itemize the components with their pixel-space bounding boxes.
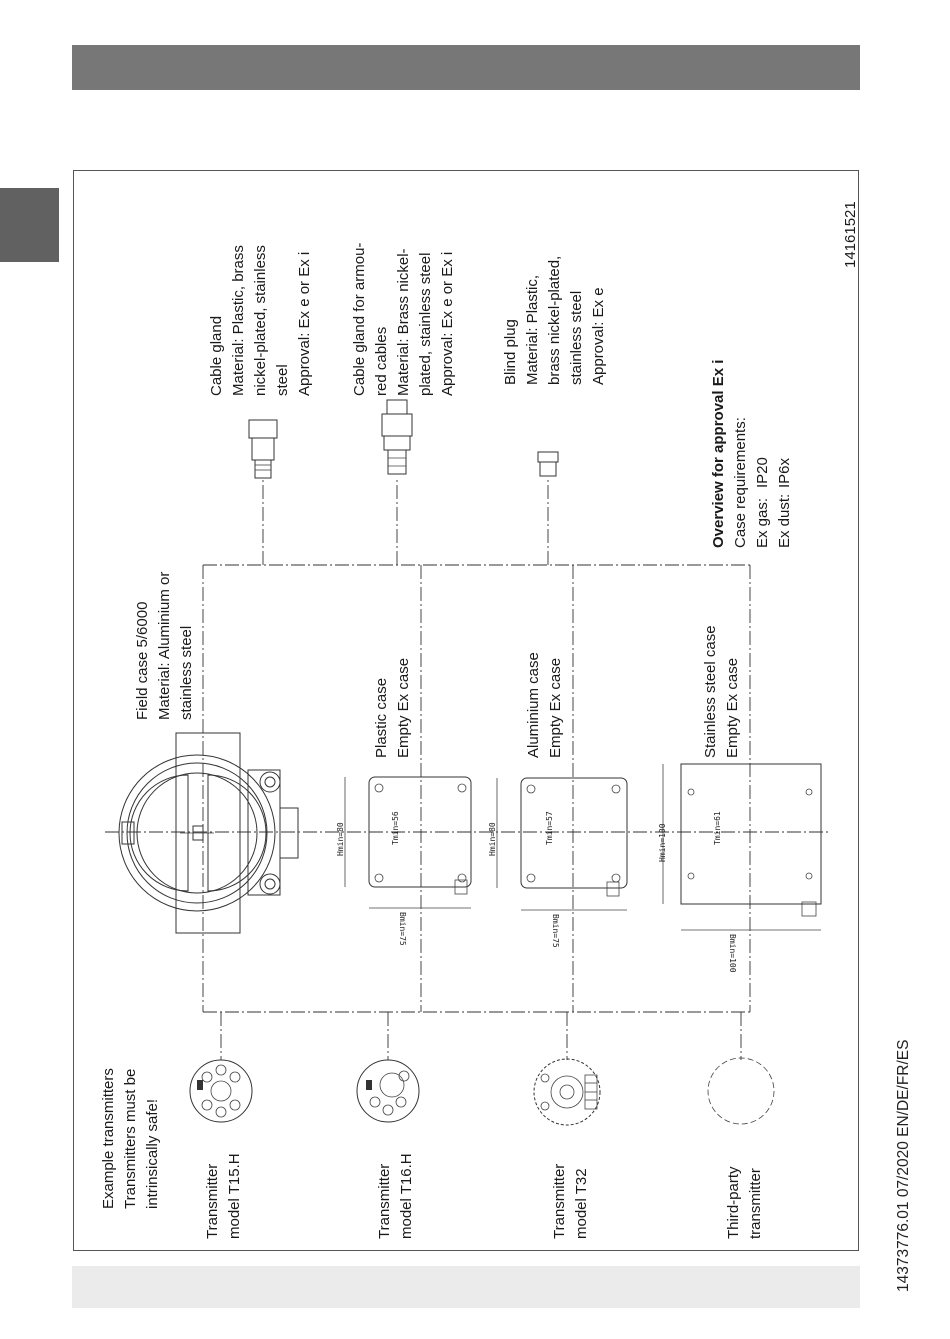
plastic-bmin: Bmin=75 — [398, 912, 407, 946]
svg-text:Approval: Ex e or Ex i: Approval: Ex e or Ex i — [296, 252, 313, 396]
svg-text:stainless steel: stainless steel — [568, 291, 585, 385]
aluminium-hmin: Hmin=80 — [488, 822, 497, 856]
svg-text:Empty Ex case: Empty Ex case — [547, 658, 564, 758]
svg-text:Approval: Ex e or Ex i: Approval: Ex e or Ex i — [439, 252, 456, 396]
label-third-party: Third-party transmitter — [725, 1166, 764, 1239]
svg-text:Material: Brass nickel-: Material: Brass nickel- — [395, 248, 412, 396]
plastic-case-drawing — [344, 776, 472, 909]
svg-text:Material: Plastic, brass: Material: Plastic, brass — [230, 245, 247, 396]
overview-block: Overview for approval Ex i Case requirem… — [710, 360, 793, 548]
svg-text:Empty Ex case: Empty Ex case — [395, 658, 412, 758]
svg-text:Empty Ex case: Empty Ex case — [724, 658, 741, 758]
figure-frame — [73, 170, 859, 1251]
svg-text:Aluminium case: Aluminium case — [525, 652, 542, 758]
svg-text:Material: Aluminium or: Material: Aluminium or — [156, 572, 173, 720]
svg-text:Material: Plastic,: Material: Plastic, — [524, 275, 541, 385]
svg-text:steel: steel — [274, 364, 291, 396]
svg-text:Example transmitters: Example transmitters — [100, 1068, 117, 1209]
transmitters-header: Example transmitters Transmitters must b… — [100, 1068, 161, 1209]
svg-text:Stainless steel case: Stainless steel case — [702, 625, 719, 758]
cable-gland-icon — [248, 419, 278, 479]
footer-bar — [72, 1266, 860, 1308]
svg-text:Transmitter: Transmitter — [376, 1164, 393, 1239]
label-plastic-case: Plastic case Empty Ex case — [373, 658, 412, 758]
chapter-tab — [0, 188, 59, 262]
svg-text:Ex gas:: Ex gas: — [754, 498, 771, 548]
third-party-transmitter-icon — [707, 1057, 775, 1125]
svg-text:IP20: IP20 — [754, 457, 771, 488]
svg-text:Cable gland for armou-: Cable gland for armou- — [351, 243, 368, 396]
overview-title: Overview for approval Ex i — [710, 360, 727, 548]
label-t15: Transmitter model T15.H — [204, 1153, 243, 1239]
field-case-drawing — [118, 732, 299, 934]
svg-text:model T15.H: model T15.H — [226, 1153, 243, 1239]
label-stainless-case: Stainless steel case Empty Ex case — [702, 625, 741, 758]
plastic-hmin: Hmin=80 — [336, 822, 345, 856]
transmitter-t15-icon — [189, 1059, 253, 1123]
aluminium-bmin: Bmin=75 — [551, 914, 560, 948]
label-cable-gland: Cable gland Material: Plastic, brass nic… — [208, 245, 313, 396]
svg-text:Transmitter: Transmitter — [551, 1164, 568, 1239]
svg-text:Transmitters must be: Transmitters must be — [122, 1069, 139, 1209]
svg-text:Approval: Ex e: Approval: Ex e — [590, 287, 607, 385]
svg-text:IP6x: IP6x — [776, 457, 793, 488]
blind-plug-icon — [537, 451, 559, 477]
svg-text:stainless steel: stainless steel — [178, 626, 195, 720]
figure-number: 14161521 — [842, 201, 859, 268]
svg-text:nickel-plated, stainless: nickel-plated, stainless — [252, 245, 269, 396]
plastic-tmin: Tmin=56 — [391, 811, 400, 845]
svg-text:brass nickel-plated,: brass nickel-plated, — [546, 256, 563, 385]
transmitter-t32-icon — [533, 1058, 601, 1126]
svg-text:red cables: red cables — [373, 327, 390, 396]
label-field-case: Field case 5/6000 Material: Aluminium or… — [134, 572, 195, 720]
label-armoured-gland: Cable gland for armou- red cables Materi… — [351, 243, 456, 396]
svg-text:intrinsically safe!: intrinsically safe! — [144, 1099, 161, 1209]
svg-text:plated, stainless steel: plated, stainless steel — [417, 253, 434, 396]
svg-text:model T16.H: model T16.H — [398, 1153, 415, 1239]
svg-text:Cable gland: Cable gland — [208, 316, 225, 396]
label-t32: Transmitter model T32 — [551, 1164, 590, 1239]
svg-text:Ex dust:: Ex dust: — [776, 494, 793, 548]
stainless-case-drawing — [662, 763, 822, 931]
stainless-tmin: Tmin=61 — [713, 811, 722, 845]
transmitter-t16-icon — [356, 1059, 420, 1123]
wiring-lines — [105, 478, 830, 1060]
svg-text:Plastic case: Plastic case — [373, 678, 390, 758]
header-bar — [72, 45, 860, 90]
svg-text:Field case 5/6000: Field case 5/6000 — [134, 602, 151, 720]
aluminium-tmin: Tmin=57 — [545, 811, 554, 845]
svg-text:Transmitter: Transmitter — [204, 1164, 221, 1239]
label-aluminium-case: Aluminium case Empty Ex case — [525, 652, 564, 758]
stainless-bmin: Bmin=100 — [728, 934, 737, 973]
svg-text:Case requirements:: Case requirements: — [732, 417, 749, 548]
svg-text:Blind plug: Blind plug — [502, 319, 519, 385]
aluminium-case-drawing — [496, 777, 628, 911]
stainless-hmin: Hmin=100 — [658, 823, 667, 862]
armoured-cable-gland-icon — [381, 399, 413, 475]
label-t16: Transmitter model T16.H — [376, 1153, 415, 1239]
svg-text:model T32: model T32 — [573, 1168, 590, 1239]
svg-text:transmitter: transmitter — [747, 1168, 764, 1239]
label-blind-plug: Blind plug Material: Plastic, brass nick… — [502, 256, 607, 385]
svg-text:Third-party: Third-party — [725, 1166, 742, 1239]
